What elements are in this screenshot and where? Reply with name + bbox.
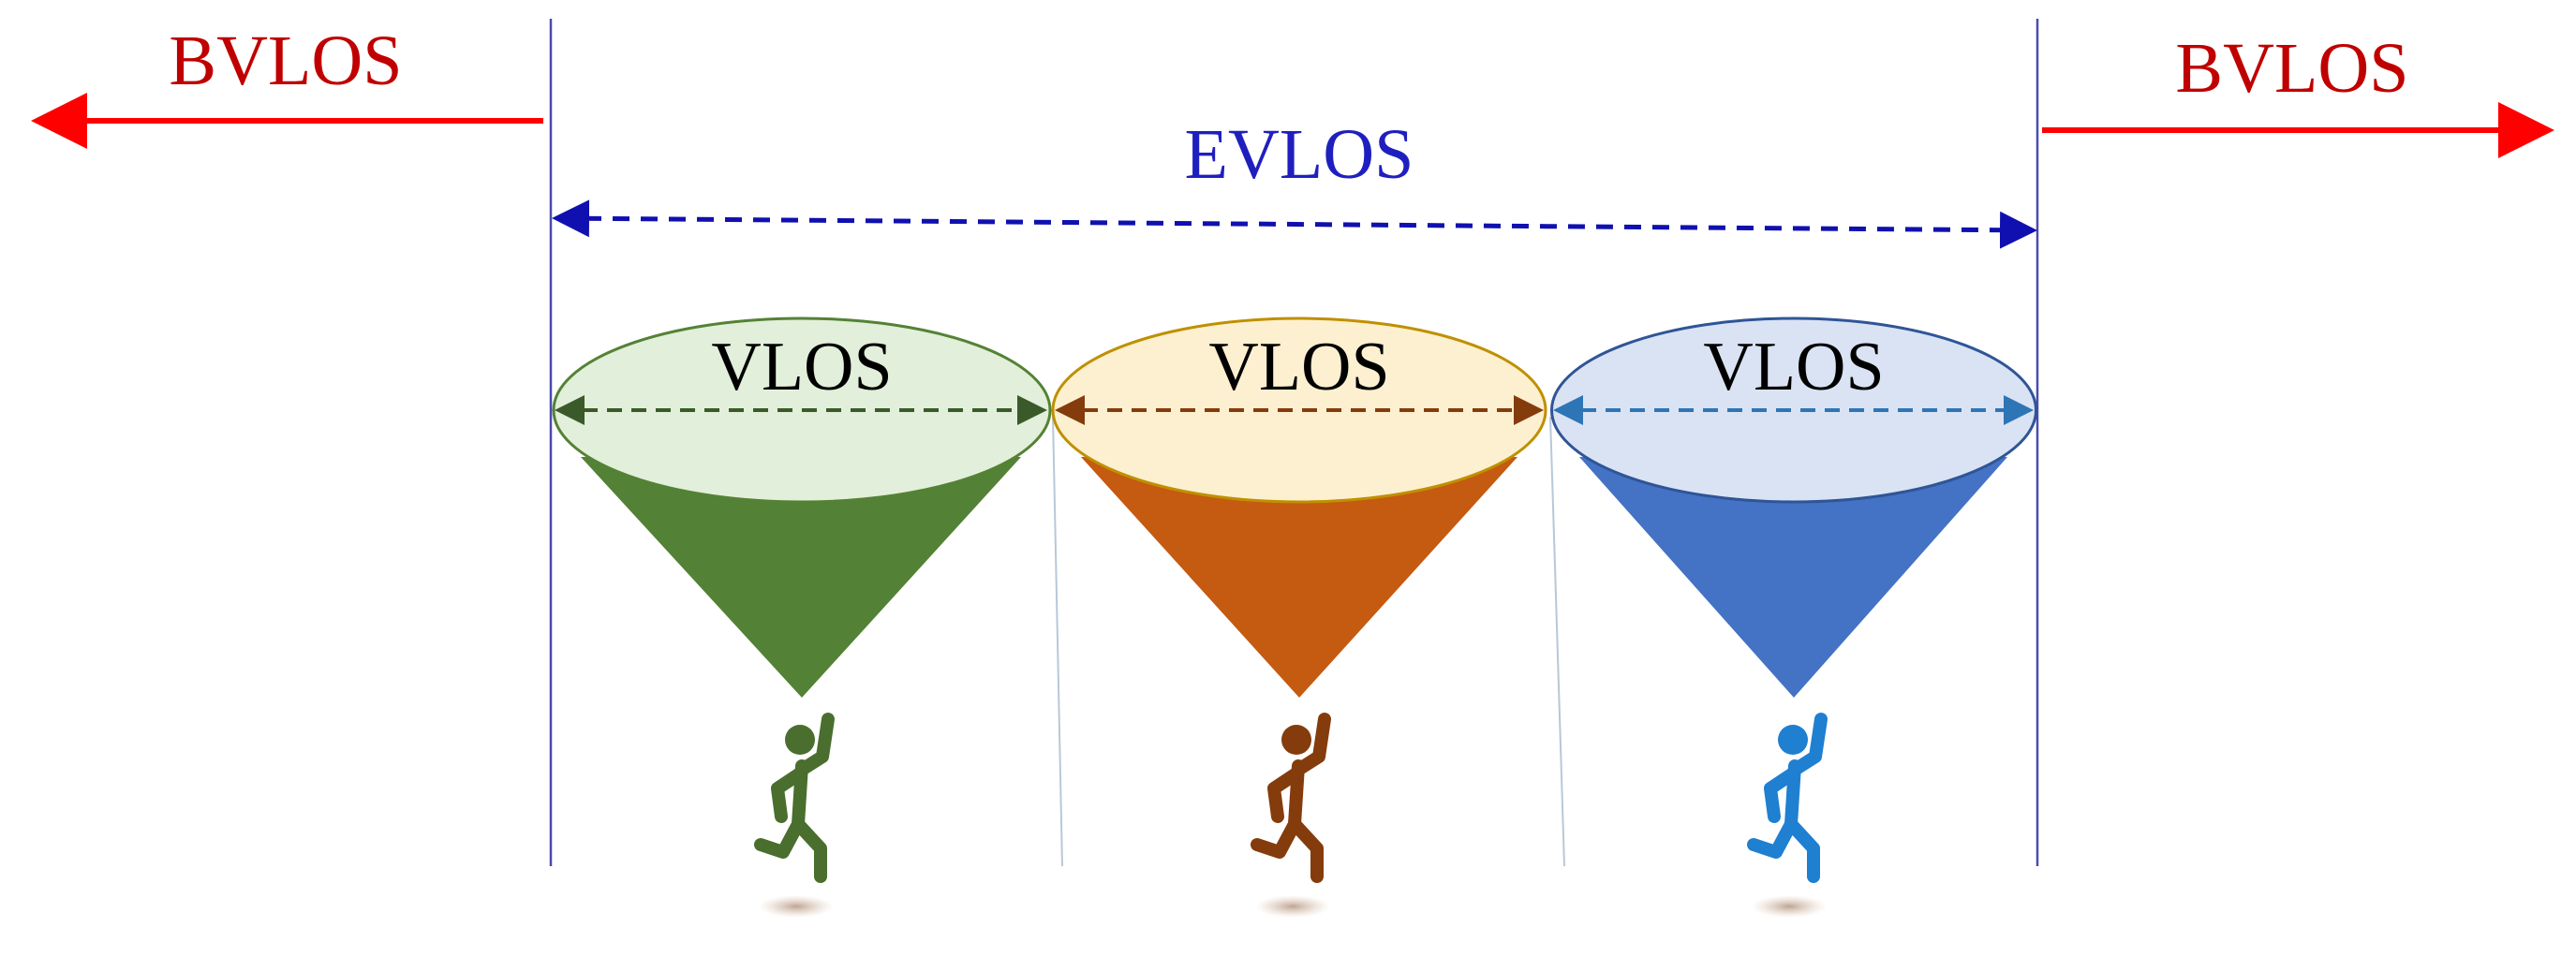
- evlos-arrow: [552, 199, 2037, 249]
- observer-person-icon: [1251, 713, 1331, 883]
- bvlos-left-label: BVLOS: [169, 22, 402, 100]
- person-shadow: [1752, 895, 1827, 918]
- cone-divider-1: [1052, 416, 1063, 867]
- cone-body: [1081, 457, 1517, 698]
- cone-body: [581, 457, 1021, 698]
- evlos-label: EVLOS: [1185, 115, 1414, 194]
- vlos-cones: VLOS VLOS VLOS: [552, 317, 2037, 918]
- person-shadow: [759, 895, 834, 918]
- vlos-label: VLOS: [711, 329, 892, 405]
- observer-person-icon: [1747, 713, 1828, 883]
- vlos-cone-3: VLOS: [1550, 317, 2037, 918]
- vlos-label: VLOS: [1208, 329, 1389, 405]
- vlos-cone-1: VLOS: [552, 317, 1052, 918]
- vlos-label: VLOS: [1703, 329, 1884, 405]
- bvlos-right-label: BVLOS: [2175, 29, 2408, 108]
- cone-divider-2: [1549, 416, 1565, 867]
- vlos-cone-2: VLOS: [1051, 317, 1547, 918]
- cone-body: [1579, 457, 2007, 698]
- observer-person-icon: [754, 713, 835, 883]
- person-shadow: [1255, 895, 1330, 918]
